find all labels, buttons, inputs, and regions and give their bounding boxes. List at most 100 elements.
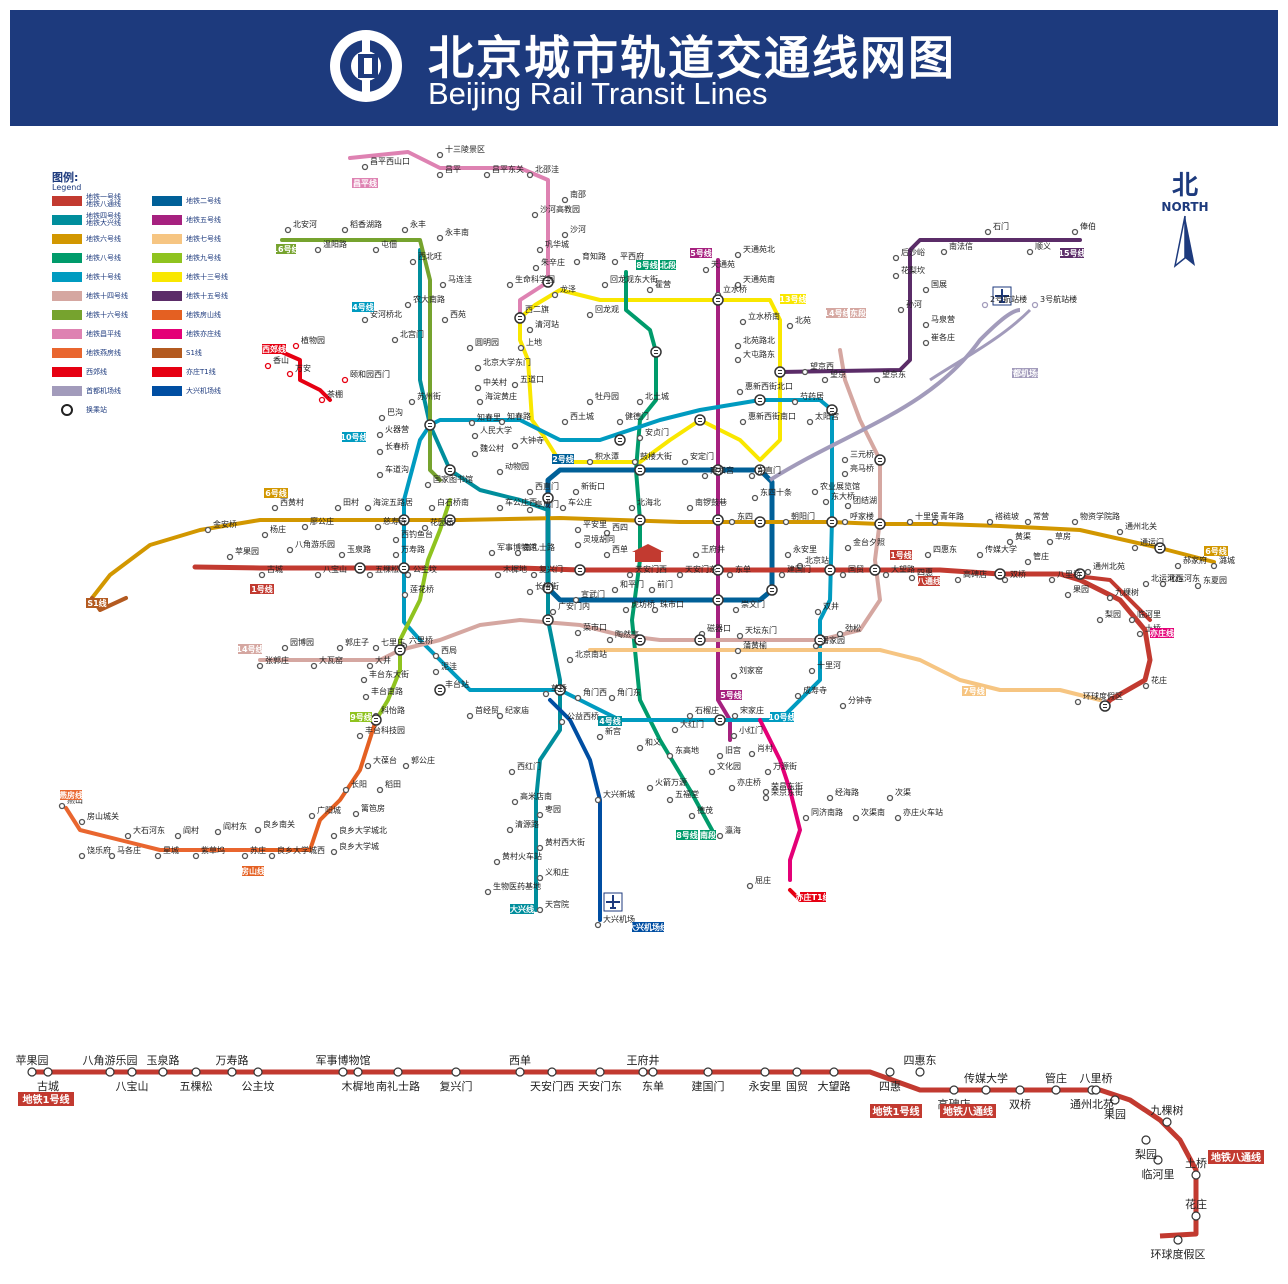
station-dot[interactable] bbox=[214, 828, 222, 836]
station-dot[interactable] bbox=[949, 1085, 959, 1095]
transfer-station-icon[interactable] bbox=[1099, 700, 1111, 712]
station-dot[interactable] bbox=[681, 458, 689, 466]
station-dot[interactable] bbox=[366, 571, 374, 579]
station-dot[interactable] bbox=[268, 852, 276, 860]
station-label[interactable]: 北宫门 bbox=[400, 329, 424, 339]
station-dot[interactable] bbox=[1159, 580, 1167, 588]
station-dot[interactable] bbox=[330, 832, 338, 840]
station-dot[interactable] bbox=[736, 632, 744, 640]
station-dot[interactable] bbox=[1128, 616, 1136, 624]
station-dot[interactable] bbox=[1001, 576, 1009, 584]
station-label[interactable]: 沙河高教园 bbox=[540, 204, 580, 214]
station-label[interactable]: 人民大学 bbox=[480, 425, 512, 435]
station-dot[interactable] bbox=[284, 226, 292, 234]
station-dot[interactable] bbox=[734, 356, 742, 364]
station-label[interactable]: 公主坟 bbox=[413, 564, 437, 574]
station-dot[interactable] bbox=[622, 606, 630, 614]
station-dot[interactable] bbox=[432, 652, 440, 660]
station-dot[interactable] bbox=[484, 888, 492, 896]
station-dot[interactable] bbox=[1084, 568, 1092, 576]
station-label[interactable]: 篱笆房 bbox=[361, 803, 385, 813]
station-label[interactable]: 黄村火车站 bbox=[502, 851, 542, 861]
station-dot[interactable] bbox=[801, 368, 809, 376]
station-dot[interactable] bbox=[1210, 562, 1218, 570]
station-label[interactable]: 泥洼 bbox=[441, 661, 457, 671]
transfer-station-icon[interactable] bbox=[542, 276, 554, 288]
station-dot[interactable] bbox=[762, 788, 770, 796]
station-label[interactable]: 北京南站 bbox=[575, 649, 607, 659]
station-label[interactable]: 五道口 bbox=[520, 374, 544, 384]
station-dot[interactable] bbox=[666, 752, 674, 760]
station-label[interactable]: 良乡大学城西 bbox=[277, 845, 325, 855]
station-dot[interactable] bbox=[601, 281, 609, 289]
station-label[interactable]: 马各庄 bbox=[117, 845, 141, 855]
station-dot[interactable] bbox=[78, 818, 86, 826]
station-dot[interactable] bbox=[547, 1067, 557, 1077]
station-dot[interactable] bbox=[404, 571, 412, 579]
station-dot[interactable] bbox=[409, 258, 417, 266]
station-dot[interactable] bbox=[376, 786, 384, 794]
station-label[interactable]: 荣京东街 bbox=[771, 787, 803, 797]
station-dot[interactable] bbox=[496, 712, 504, 720]
station-dot[interactable] bbox=[762, 794, 770, 802]
station-dot[interactable] bbox=[526, 588, 534, 596]
station-dot[interactable] bbox=[1031, 301, 1039, 309]
station-dot[interactable] bbox=[468, 419, 476, 427]
station-dot[interactable] bbox=[822, 498, 830, 506]
station-dot[interactable] bbox=[310, 662, 318, 670]
transfer-station-icon[interactable] bbox=[354, 562, 366, 574]
station-label[interactable]: 魏公村 bbox=[480, 443, 504, 453]
station-dot[interactable] bbox=[514, 549, 522, 557]
station-label[interactable]: 东单 bbox=[735, 564, 751, 574]
station-dot[interactable] bbox=[821, 376, 829, 384]
station-dot[interactable] bbox=[466, 712, 474, 720]
station-label[interactable]: 杨庄 bbox=[270, 524, 286, 534]
station-dot[interactable] bbox=[841, 470, 849, 478]
station-label[interactable]: 纪家庙 bbox=[505, 705, 529, 715]
station-dot[interactable] bbox=[436, 234, 444, 242]
station-label[interactable]: 六里桥 bbox=[409, 635, 433, 645]
station-dot[interactable] bbox=[515, 1067, 525, 1077]
transfer-station-icon[interactable] bbox=[824, 564, 836, 576]
station-dot[interactable] bbox=[341, 376, 349, 384]
station-dot[interactable] bbox=[191, 1067, 201, 1077]
station-dot[interactable] bbox=[631, 458, 639, 466]
station-dot[interactable] bbox=[314, 571, 322, 579]
station-dot[interactable] bbox=[391, 336, 399, 344]
station-dot[interactable] bbox=[372, 644, 380, 652]
station-dot[interactable] bbox=[814, 608, 822, 616]
station-dot[interactable] bbox=[892, 254, 900, 262]
station-dot[interactable] bbox=[726, 571, 734, 579]
bottom-station-label[interactable]: 土桥 bbox=[1185, 1157, 1207, 1170]
station-dot[interactable] bbox=[574, 526, 582, 534]
station-dot[interactable] bbox=[356, 732, 364, 740]
station-dot[interactable] bbox=[728, 518, 736, 526]
station-dot[interactable] bbox=[811, 488, 819, 496]
station-dot[interactable] bbox=[595, 1067, 605, 1077]
station-dot[interactable] bbox=[506, 826, 514, 834]
station-label[interactable]: 双井 bbox=[823, 601, 839, 611]
station-dot[interactable] bbox=[561, 418, 569, 426]
station-dot[interactable] bbox=[940, 248, 948, 256]
station-label[interactable]: 文化园 bbox=[717, 761, 741, 771]
station-dot[interactable] bbox=[301, 523, 309, 531]
station-label[interactable]: 回龙观 bbox=[595, 304, 619, 314]
transfer-station-icon[interactable] bbox=[394, 644, 406, 656]
bottom-station-label[interactable]: 王府井 bbox=[627, 1053, 660, 1067]
station-label[interactable]: 良乡大学城北 bbox=[339, 825, 387, 835]
station-dot[interactable] bbox=[778, 571, 786, 579]
station-label[interactable]: 次渠 bbox=[895, 787, 911, 797]
station-dot[interactable] bbox=[931, 518, 939, 526]
station-dot[interactable] bbox=[1136, 630, 1144, 638]
station-dot[interactable] bbox=[794, 692, 802, 700]
station-dot[interactable] bbox=[646, 286, 654, 294]
station-dot[interactable] bbox=[702, 266, 710, 274]
station-dot[interactable] bbox=[666, 796, 674, 804]
station-label[interactable]: 建国门 bbox=[787, 564, 811, 574]
station-label[interactable]: 潘家园 bbox=[821, 635, 845, 645]
station-label[interactable]: 生物医药基地 bbox=[493, 881, 541, 891]
transfer-station-icon[interactable] bbox=[398, 562, 410, 574]
station-label[interactable]: 立水桥 bbox=[723, 284, 747, 294]
station-dot[interactable] bbox=[676, 571, 684, 579]
station-label[interactable]: 东直门 bbox=[757, 465, 781, 475]
